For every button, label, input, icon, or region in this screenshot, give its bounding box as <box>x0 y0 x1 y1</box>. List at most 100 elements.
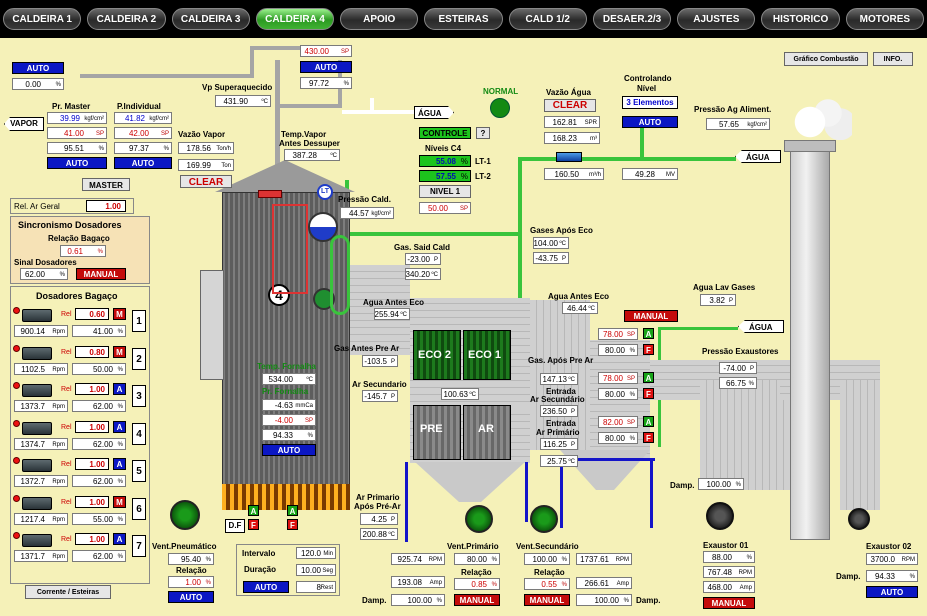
burner-auto-icon[interactable]: A <box>248 505 259 516</box>
level-transmitter-icon: LT <box>317 184 333 200</box>
lavador-auto-icon[interactable]: A <box>643 372 654 383</box>
burner-auto-icon[interactable]: A <box>287 505 298 516</box>
individual-auto-button[interactable]: AUTO <box>114 157 172 169</box>
dosador-rel-value[interactable]: 1.00 <box>75 383 109 395</box>
tab-caldeira-1[interactable]: CALDEIRA 1 <box>3 8 82 30</box>
tab-caldeira-2[interactable]: CALDEIRA 2 <box>87 8 166 30</box>
vent-sec-manual-button[interactable]: MANUAL <box>524 594 570 606</box>
clear-vapor-button[interactable]: CLEAR <box>180 175 232 188</box>
motor-icon[interactable] <box>22 534 52 547</box>
burner-fail-icon[interactable]: F <box>287 519 298 530</box>
tab-esteiras[interactable]: ESTEIRAS <box>424 8 503 30</box>
exaustor2-damp-label: Damp. <box>836 572 861 581</box>
motor-icon[interactable] <box>22 496 52 510</box>
help-button[interactable]: ? <box>476 127 490 139</box>
intervalo-auto-button[interactable]: AUTO <box>243 581 289 593</box>
tab-apoio[interactable]: APOIO <box>340 8 419 30</box>
exaustor2-auto-button[interactable]: AUTO <box>866 586 918 598</box>
burner-fail-icon[interactable]: F <box>248 519 259 530</box>
motor-icon[interactable] <box>22 384 52 397</box>
tab-motores[interactable]: MOTORES <box>845 8 924 30</box>
lavador-auto-icon[interactable]: A <box>643 328 654 339</box>
lavador-fail-icon[interactable]: F <box>643 388 654 399</box>
vent-sec-pct: 100.00% <box>524 553 570 565</box>
pr-fornalha-out: 94.33% <box>262 429 316 441</box>
controle-button[interactable]: CONTROLE <box>419 127 471 139</box>
relacao-bagaco-value[interactable]: 0.61% <box>60 245 106 257</box>
motor-icon[interactable] <box>22 459 52 472</box>
pressao-cald-title: Pressão Cald. <box>338 195 391 204</box>
superheat-auto-button[interactable]: AUTO <box>300 61 352 73</box>
dosador-mode-button[interactable]: A <box>113 458 126 470</box>
nivel-select[interactable]: NIVEL 1 <box>419 185 471 198</box>
tab-ajustes[interactable]: AJUSTES <box>677 8 756 30</box>
exaustor1-manual-button[interactable]: MANUAL <box>703 597 755 609</box>
dosador-mode-button[interactable]: A <box>113 420 126 433</box>
corrente-esteiras-button[interactable]: Corrente / Esteiras <box>25 585 111 599</box>
dosador-rel-value[interactable]: 1.00 <box>75 533 109 545</box>
controlando-auto-button[interactable]: AUTO <box>622 116 678 128</box>
tab-caldeira-4[interactable]: CALDEIRA 4 <box>255 8 335 30</box>
vent-sec-rel[interactable]: 0.55% <box>524 578 570 590</box>
vent-pneu-auto-button[interactable]: AUTO <box>168 591 214 603</box>
fan-icon <box>848 508 870 530</box>
boiler-roof <box>215 160 355 192</box>
dosador-mode-button[interactable]: M <box>113 308 126 320</box>
control-mode-select[interactable]: 3 Elementos <box>622 96 678 109</box>
info-button[interactable]: INFO. <box>873 52 913 66</box>
tab-desaer-2-3[interactable]: DESAER.2/3 <box>592 8 672 30</box>
dosador-mode-button[interactable]: A <box>113 533 126 545</box>
dosador-rel-value[interactable]: 0.80 <box>75 345 109 358</box>
dosador-mode-button[interactable]: M <box>113 495 126 508</box>
lavador-fail-icon[interactable]: F <box>643 344 654 355</box>
vent-pri-manual-button[interactable]: MANUAL <box>454 594 500 606</box>
vent-pneu-rel[interactable]: 1.00% <box>168 576 214 588</box>
tab-cald-1-2[interactable]: CALD 1/2 <box>508 8 587 30</box>
tab-historico[interactable]: HISTORICO <box>761 8 840 30</box>
motor-icon[interactable] <box>22 346 52 360</box>
dosador-rel-value[interactable]: 0.60 <box>75 308 109 320</box>
lavador-fail-icon[interactable]: F <box>643 432 654 443</box>
motor-icon[interactable] <box>22 309 52 322</box>
steam-pipe <box>280 104 340 108</box>
dosador-mode-button[interactable]: M <box>113 345 126 358</box>
master-auto-button[interactable]: AUTO <box>47 157 107 169</box>
lavador-auto-icon[interactable]: A <box>643 416 654 427</box>
tab-caldeira-3[interactable]: CALDEIRA 3 <box>171 8 250 30</box>
master-button[interactable]: MASTER <box>82 178 130 191</box>
rel-ar-value[interactable]: 1.00 <box>86 200 126 212</box>
sinal-dosadores-manual-button[interactable]: MANUAL <box>76 268 126 280</box>
dosador-rel-value[interactable]: 1.00 <box>75 458 109 470</box>
dosador-rel-value[interactable]: 1.00 <box>75 420 109 433</box>
dosador-rel-value[interactable]: 1.00 <box>75 495 109 508</box>
auto-button-top-left[interactable]: AUTO <box>12 62 64 74</box>
pr-fornalha-auto-button[interactable]: AUTO <box>262 444 316 456</box>
motor-icon[interactable] <box>22 421 52 435</box>
pre-heater <box>413 405 461 460</box>
grafico-combustao-button[interactable]: Gráfico Combustão <box>784 52 868 66</box>
lavador-manual-button[interactable]: MANUAL <box>624 310 678 322</box>
vent-pri-rel[interactable]: 0.85% <box>454 578 500 590</box>
clear-agua-button[interactable]: CLEAR <box>544 99 596 112</box>
vent-pneu-value: 95.40% <box>168 553 214 565</box>
df-label[interactable]: D.F <box>225 519 245 533</box>
dosador-mode-button[interactable]: A <box>113 383 126 395</box>
